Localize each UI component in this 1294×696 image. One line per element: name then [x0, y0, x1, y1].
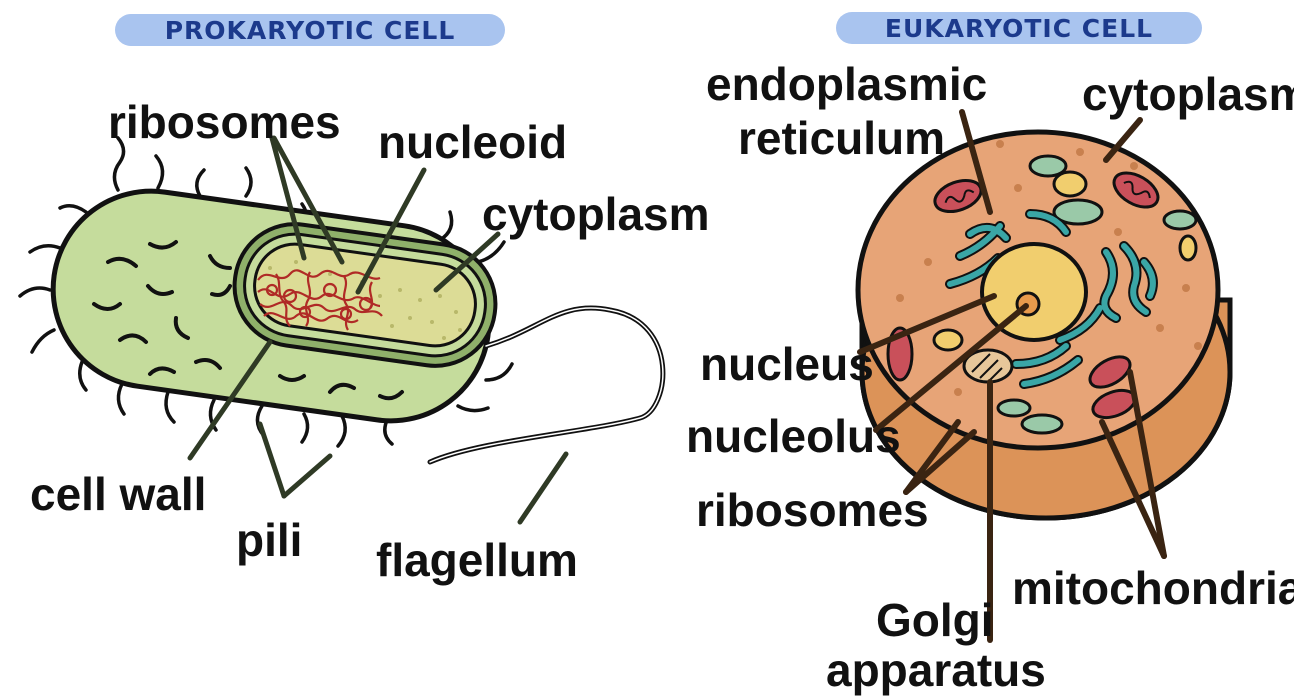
label-endoplasmic-line1: endoplasmic — [706, 58, 987, 110]
label-ribosomes-pro: ribosomes — [108, 96, 341, 148]
label-ribosomes-euk: ribosomes — [696, 484, 929, 536]
label-pili: pili — [236, 514, 302, 566]
eukaryotic-title: EUKARYOTIC CELL — [885, 14, 1153, 43]
label-cytoplasm-pro: cytoplasm — [482, 188, 710, 240]
eukaryotic-cell — [858, 132, 1230, 518]
label-cell-wall: cell wall — [30, 468, 206, 520]
label-nucleolus: nucleolus — [686, 410, 901, 462]
label-nucleoid: nucleoid — [378, 116, 567, 168]
label-flagellum: flagellum — [376, 534, 578, 586]
eukaryotic-title-banner: EUKARYOTIC CELL — [836, 12, 1202, 44]
label-golgi-line1: Golgi — [876, 594, 994, 646]
prokaryotic-cell — [20, 138, 663, 462]
label-nucleus: nucleus — [700, 338, 874, 390]
label-cytoplasm-euk: cytoplasm — [1082, 68, 1294, 120]
prokaryotic-title-banner: PROKARYOTIC CELL — [115, 14, 505, 46]
prokaryotic-title: PROKARYOTIC CELL — [165, 16, 456, 45]
label-mitochondria: mitochondria — [1012, 562, 1294, 614]
label-endoplasmic-line2: reticulum — [738, 112, 945, 164]
label-golgi-line2: apparatus — [826, 644, 1046, 696]
